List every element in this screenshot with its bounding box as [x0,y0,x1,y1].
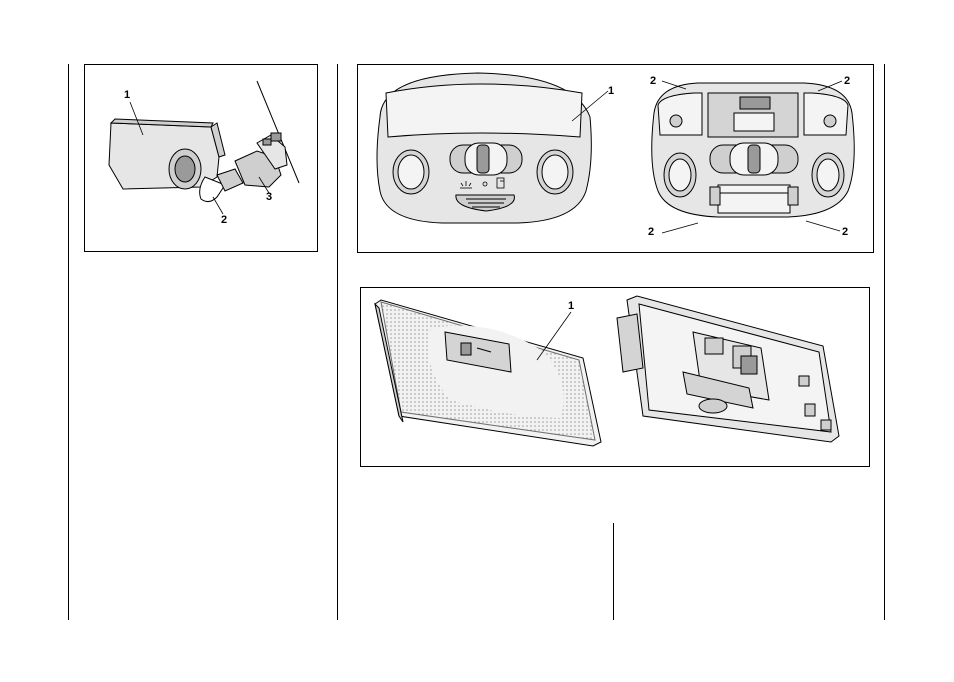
roof-lamp-cover-icon [377,73,591,223]
callout-2: 2 [648,227,654,238]
callout-1: 1 [124,90,130,101]
column-rule-middle [337,64,338,620]
callout-2: 2 [221,215,227,226]
column-rule-inner [613,523,614,620]
callout-1: 1 [608,86,614,97]
map-light-lens-icon [375,300,601,446]
column-rule-right [884,64,885,620]
bulb-holder-icon [109,81,299,189]
callout-3: 3 [266,192,272,203]
figure-bulb-holder: 1 2 3 [84,64,318,252]
bulb-holder-illustration [85,65,319,253]
figure-roof-lamp: 1 2 2 2 2 [357,64,874,253]
figure-map-light: 1 [360,287,870,467]
map-light-illustration [361,288,871,468]
map-light-housing-icon [617,296,839,442]
column-rule-left [68,64,69,620]
callout-2: 2 [842,227,848,238]
callout-2: 2 [844,76,850,87]
callout-1: 1 [568,301,574,312]
roof-lamp-illustration [358,65,875,254]
callout-2: 2 [650,76,656,87]
roof-lamp-housing-icon [652,83,855,217]
